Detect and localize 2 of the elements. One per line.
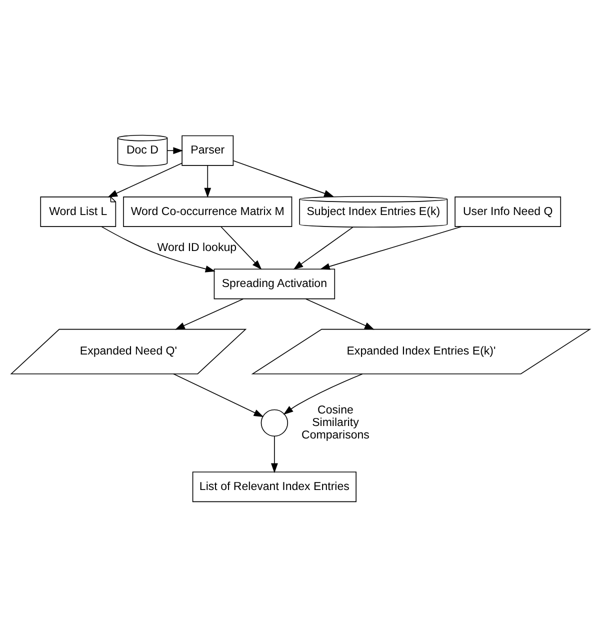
edge-label: Word ID lookup: [157, 242, 237, 254]
node-label: Cosine Similarity Comparisons: [302, 404, 370, 442]
